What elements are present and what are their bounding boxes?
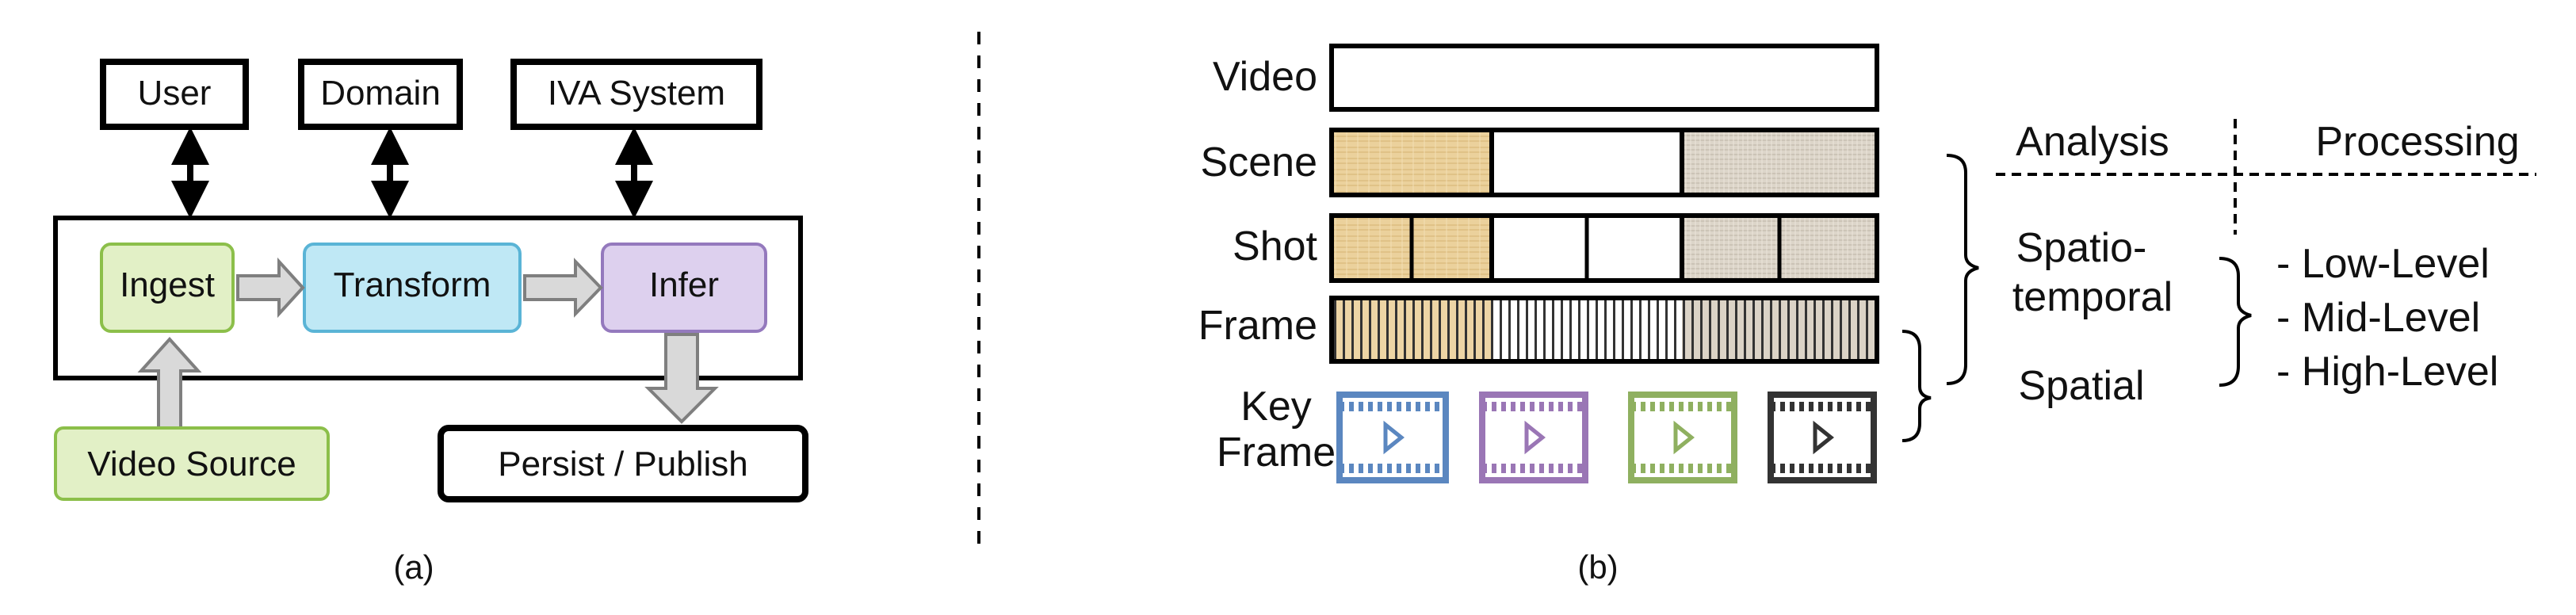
domain-label: Domain bbox=[320, 74, 441, 113]
row-label-key: Key bbox=[1240, 384, 1312, 430]
processing-mid: - Mid-Level bbox=[2276, 295, 2480, 341]
persist-publish-box bbox=[438, 425, 808, 502]
panel-b: Video Scene Shot Frame Key Frame bbox=[1198, 44, 2536, 586]
scene-segment-1 bbox=[1332, 130, 1492, 195]
transform-to-infer-block-arrow-icon bbox=[523, 258, 603, 318]
keyframe-green bbox=[1628, 392, 1737, 483]
ingest-label: Ingest bbox=[120, 265, 215, 304]
frame-bar bbox=[1329, 296, 1879, 364]
spatiotemporal-curly-brace-icon bbox=[1946, 154, 1979, 385]
scene-bar bbox=[1329, 128, 1879, 197]
video-source-label: Video Source bbox=[87, 445, 296, 483]
infer-to-persist-block-arrow-icon bbox=[644, 333, 719, 424]
spatial-curly-brace-icon bbox=[1901, 330, 1932, 442]
analysis-spatio: Spatio- bbox=[2016, 225, 2147, 271]
keyframe-purple bbox=[1479, 392, 1588, 483]
scene-segment-3 bbox=[1682, 130, 1877, 195]
row-label-shot: Shot bbox=[1233, 223, 1318, 269]
source-to-ingest-block-arrow-icon bbox=[137, 337, 202, 430]
caption-b: (b) bbox=[1577, 548, 1618, 586]
analysis-spatial: Spatial bbox=[2019, 363, 2145, 409]
play-triangle-icon bbox=[1524, 420, 1546, 455]
video-bar bbox=[1329, 44, 1879, 112]
shot-bar bbox=[1329, 213, 1879, 283]
play-triangle-icon bbox=[1383, 420, 1405, 455]
row-label-frame: Frame bbox=[1198, 303, 1317, 349]
scene-segment-2 bbox=[1492, 130, 1682, 195]
ingest-to-transform-block-arrow-icon bbox=[236, 257, 305, 319]
keyframe-black bbox=[1768, 392, 1877, 483]
processing-curly-brace-icon bbox=[2219, 257, 2252, 387]
infer-label: Infer bbox=[649, 265, 719, 304]
row-label-scene: Scene bbox=[1201, 139, 1317, 185]
frame-segment-1 bbox=[1332, 298, 1492, 361]
persist-publish-label: Persist / Publish bbox=[498, 445, 747, 483]
processing-header: Processing bbox=[2315, 119, 2519, 165]
ingest-box bbox=[100, 243, 235, 333]
play-triangle-icon bbox=[1813, 420, 1835, 455]
user-label: User bbox=[138, 74, 212, 113]
row-label-frame2: Frame bbox=[1217, 430, 1336, 476]
keyframe-blue bbox=[1336, 392, 1449, 483]
caption-a: (a) bbox=[393, 548, 434, 586]
analysis-header: Analysis bbox=[2016, 119, 2169, 165]
analysis-temporal: temporal bbox=[2012, 274, 2173, 320]
frame-segment-3 bbox=[1682, 298, 1877, 361]
processing-low: - Low-Level bbox=[2276, 241, 2490, 287]
video-source-box bbox=[54, 426, 330, 501]
transform-label: Transform bbox=[334, 265, 491, 304]
processing-high: - High-Level bbox=[2276, 349, 2498, 395]
play-triangle-icon bbox=[1673, 420, 1695, 455]
frame-segment-2 bbox=[1492, 298, 1682, 361]
iva-system-label: IVA System bbox=[548, 74, 725, 113]
panel-a: User Domain IVA System Ingest Transform … bbox=[53, 59, 808, 586]
row-label-video: Video bbox=[1213, 54, 1317, 100]
